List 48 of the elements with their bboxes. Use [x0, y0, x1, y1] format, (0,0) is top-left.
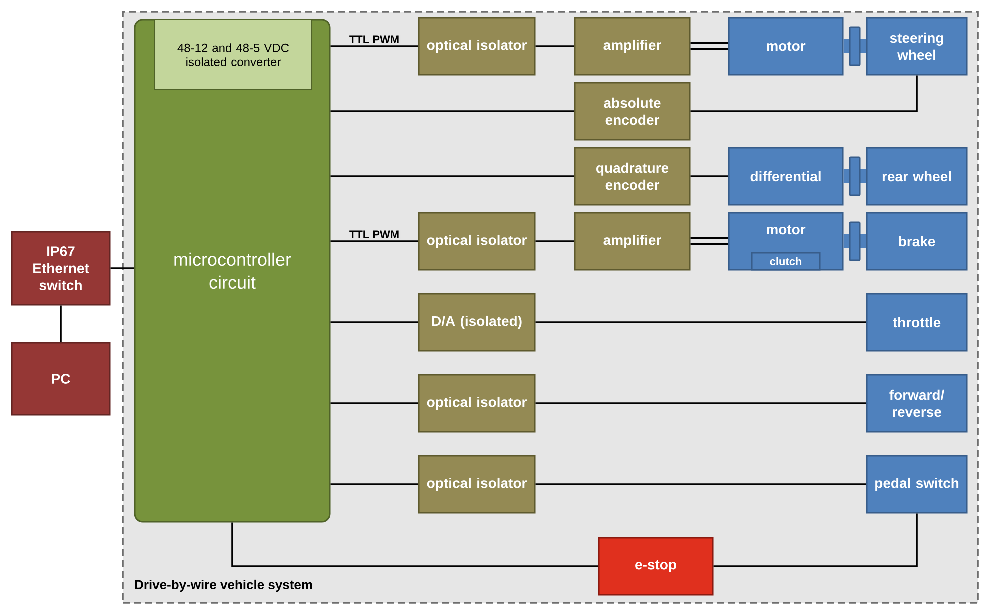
component-box: differential	[728, 147, 844, 206]
device-box: IP67 Ethernet switch	[11, 231, 111, 306]
module-box: D/A (isolated)	[418, 293, 536, 352]
module-box: optical isolator	[418, 212, 536, 271]
edge-label: TTL PWM	[348, 34, 401, 44]
connector-line	[714, 514, 918, 568]
module-box: quadrature encoder	[574, 147, 691, 206]
module-box: amplifier	[574, 17, 691, 76]
shaft-coupling	[844, 26, 866, 66]
shaft-coupling	[844, 156, 866, 196]
connector-line	[690, 176, 728, 178]
shaft-coupling	[844, 222, 866, 262]
connector-line	[536, 484, 866, 486]
connector-line	[690, 42, 728, 50]
connector-line	[330, 176, 574, 178]
connector-line	[536, 240, 574, 242]
connector-line	[536, 46, 574, 48]
module-box: amplifier	[574, 212, 691, 271]
component-box: rear wheel	[866, 147, 968, 206]
connector-line	[536, 322, 866, 324]
system-heading: Drive-by-wire vehicle system	[135, 580, 312, 592]
module-box: optical isolator	[418, 17, 536, 76]
component-box: pedal switch	[866, 455, 968, 514]
connector-line	[330, 110, 574, 112]
connector-line	[690, 238, 728, 246]
connector-line	[110, 268, 134, 270]
device-box: PC	[11, 342, 111, 416]
component-box: brake	[866, 212, 968, 271]
component-box: motor	[728, 17, 844, 76]
stop-box: e-stop	[598, 537, 714, 596]
component-box: steering wheel	[866, 17, 968, 76]
connector-line	[330, 484, 418, 486]
connector-line	[330, 322, 418, 324]
connector-line	[330, 402, 418, 404]
module-box: optical isolator	[418, 455, 536, 514]
connector-line	[60, 306, 62, 342]
clutch-box: clutch	[751, 252, 821, 271]
connector-line	[232, 522, 598, 568]
module-box: optical isolator	[418, 374, 536, 433]
module-box: absolute encoder	[574, 82, 691, 141]
connector-line	[330, 240, 418, 242]
component-box: throttle	[866, 293, 968, 352]
component-box: forward/ reverse	[866, 374, 968, 433]
connector-line	[330, 46, 418, 48]
edge-label: TTL PWM	[348, 230, 401, 240]
connector-line	[690, 76, 918, 112]
connector-line	[536, 402, 866, 404]
converter-box: 48-12 and 48-5 VDC isolated converter	[154, 20, 312, 90]
